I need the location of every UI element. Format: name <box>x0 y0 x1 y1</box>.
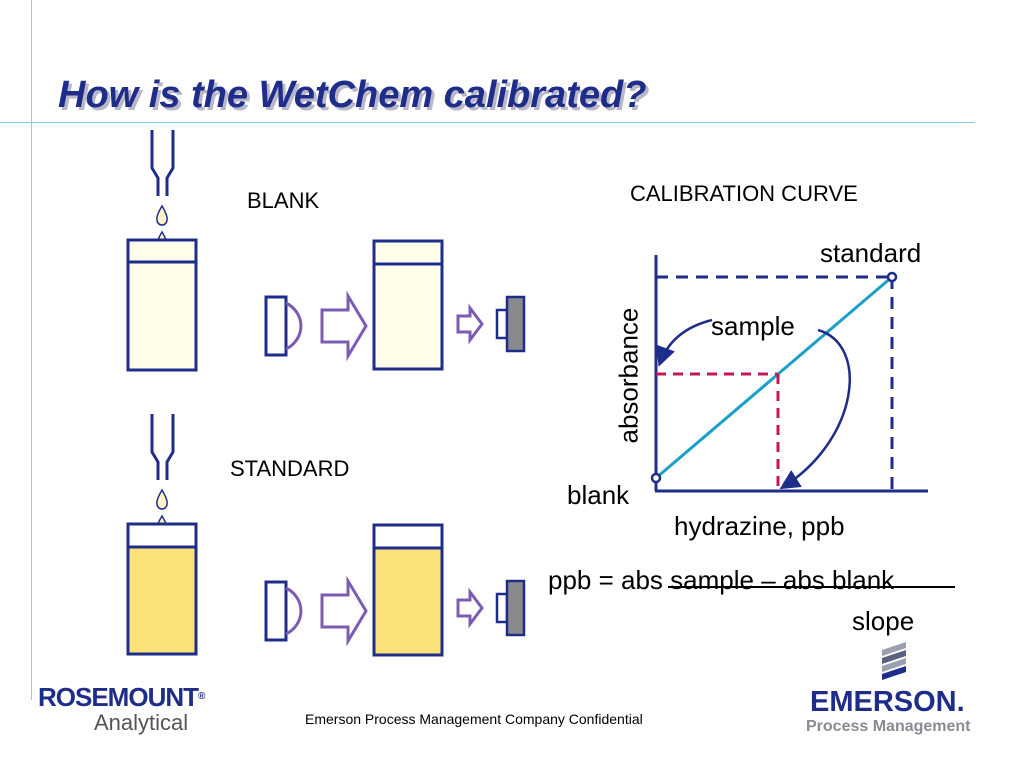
blank-point-label: blank <box>567 480 630 510</box>
emerson-name: EMERSON. <box>810 686 965 718</box>
droplet-icon <box>156 204 168 226</box>
standard-point <box>886 271 898 283</box>
light-arrow-icon <box>320 575 368 647</box>
rosemount-analytical: Analytical <box>94 710 189 735</box>
lens-icon <box>285 586 303 636</box>
slide-title: How is the WetChem calibrated? <box>58 74 647 116</box>
blank-point <box>650 472 662 484</box>
lens-icon <box>285 301 303 351</box>
headspace <box>375 526 441 548</box>
footer-confidential: Emerson Process Management Company Confi… <box>305 711 643 727</box>
emerson-process-management: Process Management <box>806 718 971 735</box>
calibration-chart <box>650 255 928 493</box>
small-arrow-icon <box>456 303 484 345</box>
headspace <box>129 525 195 547</box>
pipette-icon <box>150 414 175 480</box>
detector-body-icon <box>505 295 526 353</box>
calibration-line <box>655 275 893 480</box>
curved-arrow-to-ppb-icon <box>779 328 851 490</box>
light-arrow-icon <box>320 290 368 362</box>
emerson-logo: EMERSON. Process Management <box>806 640 981 740</box>
chart-title: CALIBRATION CURVE <box>630 181 858 206</box>
registered-mark: ® <box>198 691 205 702</box>
lamp-icon <box>264 580 288 642</box>
formula-lhs: ppb = <box>548 565 622 595</box>
rosemount-name-text: ROSEMOUNT <box>38 682 199 712</box>
detector-body-icon <box>505 579 526 637</box>
x-axis-label: hydrazine, ppb <box>674 511 845 541</box>
emerson-mark-icon <box>882 642 906 680</box>
formula-denominator: slope <box>852 606 915 636</box>
curved-arrow-to-absorbance-icon <box>656 318 713 367</box>
sample-label: sample <box>711 311 795 341</box>
formula-numerator-text: abs sample – abs blank <box>621 565 895 595</box>
lamp-icon <box>264 295 288 357</box>
rosemount-name: ROSEMOUNT® <box>38 682 205 712</box>
small-arrow-icon <box>456 587 484 629</box>
slide-guide-vertical <box>31 0 32 700</box>
blank-beaker-icon <box>126 238 198 372</box>
droplet-icon <box>156 488 168 510</box>
calibration-diagram <box>126 130 955 657</box>
formula-numerator: ppb = abs sample – abs blank <box>548 565 894 596</box>
standard-row <box>126 414 526 657</box>
blank-cell-icon <box>372 239 444 371</box>
blank-row <box>126 130 526 372</box>
y-axis-label: absorbance <box>613 307 644 444</box>
standard-point-label: standard <box>820 238 922 268</box>
blank-label: BLANK <box>247 188 320 213</box>
rosemount-logo: ROSEMOUNT® Analytical <box>38 682 205 736</box>
standard-label: STANDARD <box>230 456 350 481</box>
slide-guide-horizontal <box>0 122 975 123</box>
pipette-icon <box>150 130 175 196</box>
detector-icon <box>495 308 509 340</box>
detector-icon <box>495 592 509 624</box>
